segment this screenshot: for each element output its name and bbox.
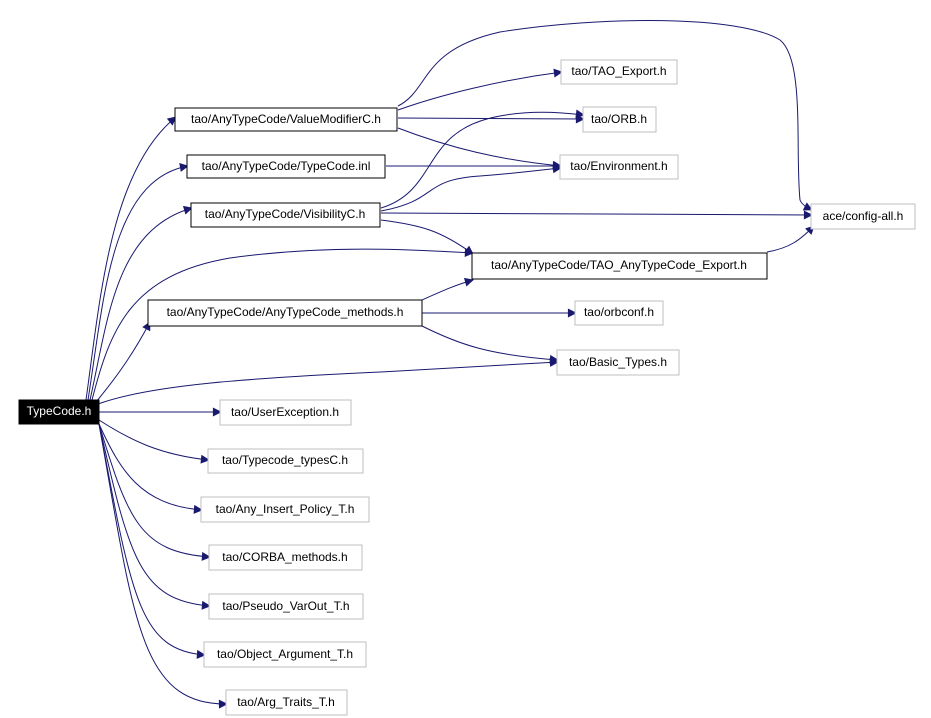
node-label-orbconf-h: tao/orbconf.h <box>584 305 654 319</box>
edge-typecode-h-to-object-argument-t-h <box>98 423 206 659</box>
node-label-userexception-h: tao/UserException.h <box>231 405 339 419</box>
node-orbconf-h[interactable]: tao/orbconf.h <box>574 300 664 326</box>
edge-valuemodifierc-h-to-environment-h <box>397 127 562 170</box>
edge-visibilityc-h-to-anytypecode-export-h <box>380 219 474 255</box>
edge-typecode-h-to-pseudo-varout-t-h <box>98 423 211 610</box>
node-label-environment-h: tao/Environment.h <box>570 159 667 173</box>
node-label-tao-export-h: tao/TAO_Export.h <box>571 64 666 78</box>
node-basic-types-h[interactable]: tao/Basic_Types.h <box>556 349 680 376</box>
node-label-basic-types-h: tao/Basic_Types.h <box>569 355 667 369</box>
node-label-visibilityc-h: tao/AnyTypeCode/VisibilityC.h <box>205 207 366 221</box>
edge-typecode-h-to-basic-types-h <box>97 357 559 405</box>
edge-visibilityc-h-to-orb-h <box>380 109 585 209</box>
node-orb-h[interactable]: tao/ORB.h <box>582 106 657 133</box>
node-pseudo-varout-t-h[interactable]: tao/Pseudo_VarOut_T.h <box>208 593 364 620</box>
edge-anytypecode-export-h-to-config-all-h <box>766 225 815 253</box>
node-visibilityc-h[interactable]: tao/AnyTypeCode/VisibilityC.h <box>190 202 381 228</box>
node-typecode-inl[interactable]: tao/AnyTypeCode/TypeCode.inl <box>186 154 386 179</box>
node-any-insert-policy-t-h[interactable]: tao/Any_Insert_Policy_T.h <box>200 496 370 523</box>
node-label-valuemodifierc-h: tao/AnyTypeCode/ValueModifierC.h <box>191 112 381 126</box>
node-corba-methods-h[interactable]: tao/CORBA_methods.h <box>208 544 363 571</box>
edge-visibilityc-h-to-environment-h <box>380 164 562 212</box>
edge-typecode-h-to-typecode-typesc-h <box>98 419 210 464</box>
node-label-corba-methods-h: tao/CORBA_methods.h <box>222 550 347 564</box>
node-label-anytypecode-methods-h: tao/AnyTypeCode/AnyTypeCode_methods.h <box>167 305 404 319</box>
node-arg-traits-t-h[interactable]: tao/Arg_Traits_T.h <box>225 689 348 716</box>
node-anytypecode-export-h[interactable]: tao/AnyTypeCode/TAO_AnyTypeCode_Export.h <box>471 252 768 280</box>
node-label-typecode-h: TypeCode.h <box>27 404 92 418</box>
edge-valuemodifierc-h-to-orb-h <box>397 114 585 124</box>
node-config-all-h[interactable]: ace/config-all.h <box>810 203 916 230</box>
node-tao-export-h[interactable]: tao/TAO_Export.h <box>560 59 678 85</box>
node-typecode-h[interactable]: TypeCode.h <box>18 399 100 425</box>
edge-typecode-h-to-any-insert-policy-t-h <box>98 423 203 514</box>
node-layer: TypeCode.h tao/AnyTypeCode/ValueModifier… <box>18 59 916 716</box>
edge-typecode-h-to-anytypecode-export-h <box>91 248 474 401</box>
node-environment-h[interactable]: tao/Environment.h <box>559 154 679 180</box>
edge-anytypecode-methods-h-to-basic-types-h <box>421 325 559 364</box>
node-anytypecode-methods-h[interactable]: tao/AnyTypeCode/AnyTypeCode_methods.h <box>147 299 423 327</box>
node-valuemodifierc-h[interactable]: tao/AnyTypeCode/ValueModifierC.h <box>174 107 398 132</box>
edge-valuemodifierc-h-to-tao-export-h <box>397 68 563 111</box>
edge-anytypecode-methods-h-to-anytypecode-export-h <box>421 277 474 301</box>
edge-typecode-h-to-typecode-inl <box>87 163 189 401</box>
edge-valuemodifierc-h-to-config-all-h <box>397 20 813 211</box>
node-label-anytypecode-export-h: tao/AnyTypeCode/TAO_AnyTypeCode_Export.h <box>491 258 747 272</box>
edge-visibilityc-h-to-config-all-h <box>380 210 813 220</box>
edge-typecode-h-to-arg-traits-t-h <box>98 423 228 709</box>
edge-typecode-h-to-visibilityc-h <box>89 205 193 401</box>
node-label-pseudo-varout-t-h: tao/Pseudo_VarOut_T.h <box>222 599 349 613</box>
node-label-object-argument-t-h: tao/Object_Argument_T.h <box>217 647 353 661</box>
node-label-typecode-typesc-h: tao/Typecode_typesC.h <box>222 453 348 467</box>
node-label-typecode-inl: tao/AnyTypeCode/TypeCode.inl <box>202 159 371 173</box>
node-userexception-h[interactable]: tao/UserException.h <box>219 399 352 426</box>
edge-typecode-h-to-corba-methods-h <box>98 423 211 561</box>
node-label-arg-traits-t-h: tao/Arg_Traits_T.h <box>237 695 335 709</box>
node-typecode-typesc-h[interactable]: tao/Typecode_typesC.h <box>207 448 364 474</box>
node-label-orb-h: tao/ORB.h <box>591 112 647 126</box>
node-object-argument-t-h[interactable]: tao/Object_Argument_T.h <box>203 641 367 668</box>
node-label-config-all-h: ace/config-all.h <box>823 209 904 223</box>
node-label-any-insert-policy-t-h: tao/Any_Insert_Policy_T.h <box>216 502 355 516</box>
edge-typecode-h-to-valuemodifierc-h <box>85 116 177 401</box>
edge-typecode-h-to-anytypecode-methods-h <box>95 321 151 403</box>
